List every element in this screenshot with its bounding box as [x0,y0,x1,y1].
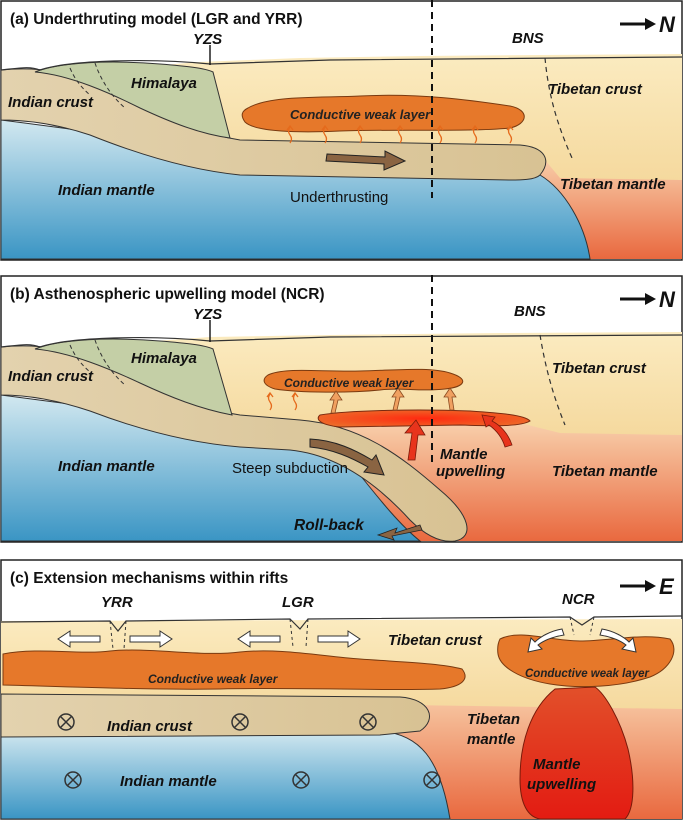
indian-mantle-label-c: Indian mantle [120,773,217,790]
panel-c-title: (c) Extension mechanisms within rifts [10,570,288,587]
roll-back-arrow [376,524,423,541]
himalaya-label-b: Himalaya [131,350,197,367]
steep-subduction-label: Steep subduction [232,460,348,477]
conductive-weak-layer [263,368,463,393]
yrr-label: YRR [101,594,133,611]
mantle-upwelling-label-b2: upwelling [436,463,505,480]
mantle-upwelling-label-c2: upwelling [527,776,596,793]
melt-migration-arrows [329,387,457,414]
roll-back-label: Roll-back [294,517,365,534]
tibetan-mantle-label-a: Tibetan mantle [560,176,666,193]
panel-c: (c) Extension mechanisms within rifts E … [0,559,685,822]
panel-a-title: (a) Underthruting model (LGR and YRR) [10,11,302,28]
weak-layer-label-a: Conductive weak layer [290,107,431,122]
upwelling-melt-zone [317,409,531,428]
mantle-upwelling-label-c1: Mantle [533,756,581,773]
weak-layer-label-b: Conductive weak layer [284,376,415,390]
indian-crust-label-c: Indian crust [107,718,193,735]
bns-label-a: BNS [512,30,544,47]
bns-label-b: BNS [514,303,546,320]
himalaya-label-a: Himalaya [131,75,197,92]
ncr-label: NCR [562,591,595,608]
tibetan-mantle-label-c1: Tibetan [467,711,520,728]
tibetan-crust-label-b: Tibetan crust [552,360,647,377]
fluid-arrows [286,124,514,144]
indian-crust-label-a: Indian crust [8,94,94,111]
weak-layer-label-c1: Conductive weak layer [148,672,279,686]
yzs-label-b: YZS [193,306,222,323]
north-label-b: N [659,287,676,312]
weak-layer-label-c2: Conductive weak layer [525,668,650,680]
mantle-upwelling-label-b1: Mantle [440,446,488,463]
panel-b: (b) Asthenospheric upwelling model (NCR)… [0,275,685,545]
north-label-a: N [659,12,676,37]
himalaya-region [34,338,233,416]
bns-suture-line [544,57,573,159]
tibetan-mantle-label-b: Tibetan mantle [552,463,658,480]
indian-mantle-label-b: Indian mantle [58,458,155,475]
underthrusting-label: Underthrusting [290,189,388,206]
mantle-upwelling-column [519,686,634,820]
yzs-label-a: YZS [193,31,222,48]
indian-crust-region [0,693,430,738]
tibetan-mantle-label-c2: mantle [467,731,515,748]
tibetan-crust-label-c: Tibetan crust [388,632,483,649]
tibetan-crust-label-a: Tibetan crust [548,81,643,98]
bns-suture-line [539,334,566,426]
himalaya-region [34,61,231,139]
mantle-upwelling-arrow [404,419,426,461]
lgr-label: LGR [282,594,314,611]
steep-subduction-arrow [309,438,385,476]
panel-b-title: (b) Asthenospheric upwelling model (NCR) [10,286,325,303]
out-of-plane-symbols [57,713,441,789]
extension-arrows [57,628,637,653]
east-label-c: E [659,574,675,599]
indian-mantle-label-a: Indian mantle [58,182,155,199]
indian-crust-label-b: Indian crust [8,368,94,385]
tibetan-mantle-region [300,415,682,541]
conductive-weak-layer-left [2,649,466,691]
panel-a: (a) Underthruting model (LGR and YRR) N … [0,0,685,263]
surface-line [0,615,683,632]
underthrusting-arrow [325,150,407,171]
